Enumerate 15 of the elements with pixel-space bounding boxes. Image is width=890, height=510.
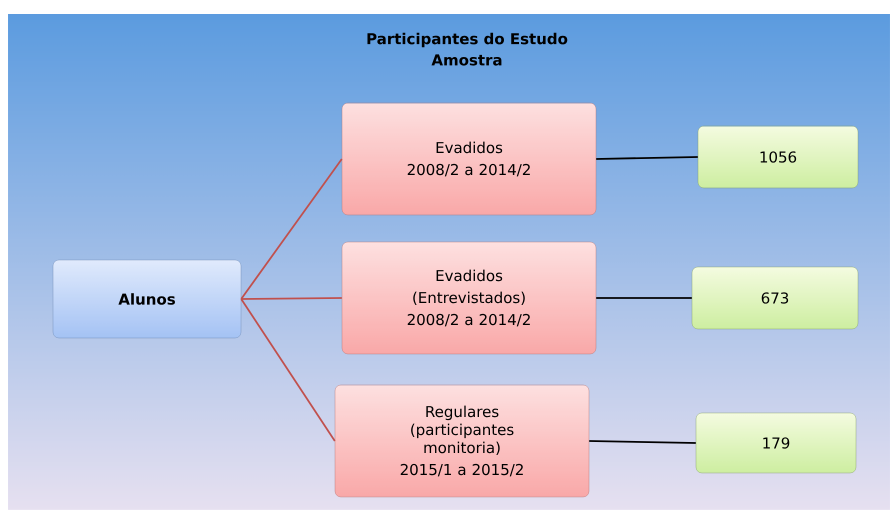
- connector-line: [241, 297, 342, 300]
- connector-line: [240, 158, 343, 300]
- group-box: Evadidos 2008/2 a 2014/2: [342, 102, 596, 216]
- connector-line: [589, 440, 696, 444]
- count-box: 673: [692, 266, 858, 330]
- connector-line: [596, 297, 692, 299]
- count-box: 179: [696, 412, 856, 474]
- connector-line: [240, 298, 336, 442]
- subtitle: Amostra: [432, 54, 502, 66]
- connector-line: [596, 156, 698, 160]
- count-box: 1056: [698, 126, 858, 188]
- boss-box: Alunos: [52, 260, 242, 338]
- group-box: Evadidos (Entrevistados) 2008/2 a 2014/2: [342, 242, 596, 354]
- group-box: Regulares (participantes monitoria) 2015/1 a 2015/2: [334, 384, 590, 498]
- title: Participantes do Estudo: [367, 32, 568, 48]
